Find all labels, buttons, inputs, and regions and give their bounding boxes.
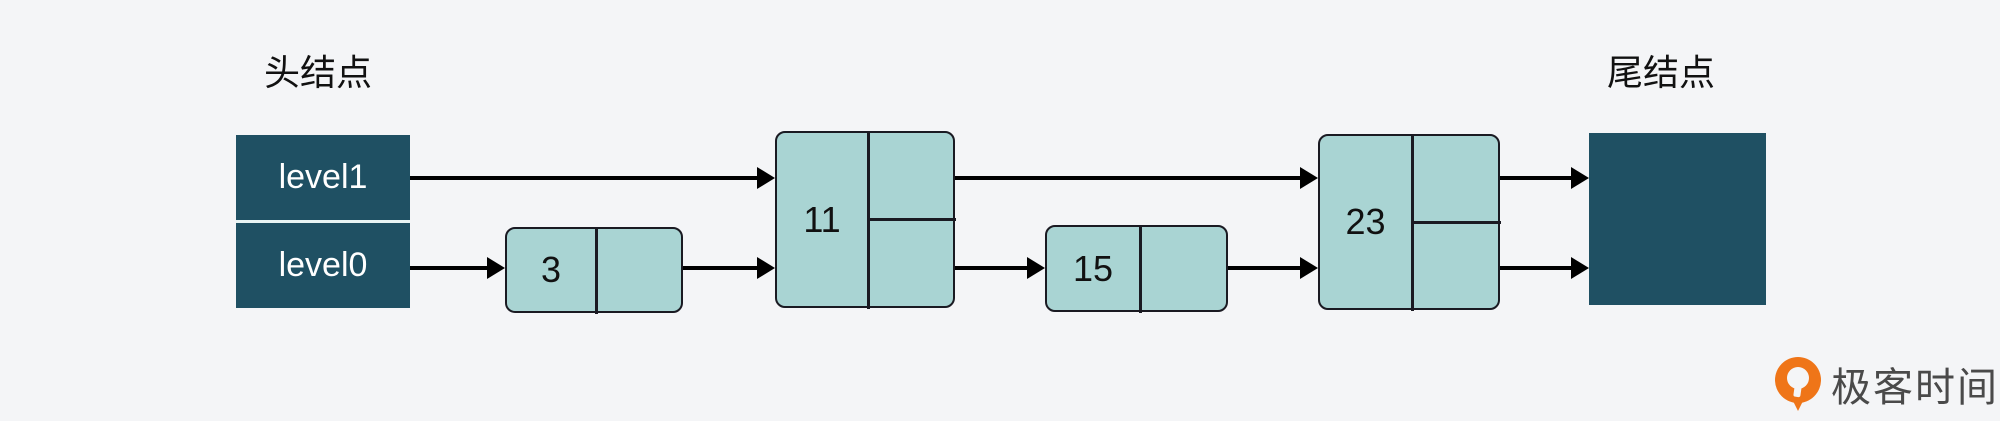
list-node-15[interactable]: 15 — [1045, 224, 1228, 313]
list-node-3[interactable]: 3 — [505, 226, 683, 314]
arrow-level0-head-to-3 — [410, 266, 487, 270]
head-node-divider — [236, 220, 410, 223]
list-node-23[interactable]: 23 — [1318, 133, 1501, 311]
node-value-3: 3 — [540, 249, 562, 290]
arrow-level0-3-to-11 — [683, 266, 757, 270]
arrow-level1-head-to-11 — [410, 176, 757, 180]
arrowhead-level1-11-to-23 — [1300, 167, 1318, 189]
node-value-23: 23 — [1345, 201, 1386, 242]
geektime-pin-icon — [1775, 357, 1821, 411]
head-node-label: 头结点 — [264, 52, 373, 93]
arrowhead-level0-head-to-3 — [487, 257, 505, 279]
tail-node[interactable] — [1589, 133, 1766, 305]
arrowhead-level0-23-to-tail — [1571, 257, 1589, 279]
head-node[interactable]: level1 level0 — [236, 135, 410, 308]
arrowhead-level1-23-to-tail — [1571, 167, 1589, 189]
node-23-level-divider — [1411, 221, 1501, 224]
arrow-level0-15-to-23 — [1228, 266, 1300, 270]
arrow-level0-11-to-15 — [955, 266, 1027, 270]
node-3-cell-divider — [595, 226, 598, 314]
geektime-brand-text: 极客时间 — [1831, 366, 1999, 410]
arrow-level1-11-to-23 — [955, 176, 1300, 180]
arrowhead-level0-11-to-15 — [1027, 257, 1045, 279]
node-11-level-divider — [867, 218, 956, 221]
head-node-level0-cell[interactable]: level0 — [236, 223, 410, 308]
list-node-11[interactable]: 11 — [775, 130, 956, 309]
node-15-cell-divider — [1139, 224, 1142, 313]
arrowhead-level1-head-to-11 — [757, 167, 775, 189]
arrow-level1-23-to-tail — [1500, 176, 1571, 180]
geektime-watermark: 极客时间 — [1775, 355, 1999, 413]
arrowhead-level0-15-to-23 — [1300, 257, 1318, 279]
tail-node-cell[interactable] — [1589, 133, 1766, 305]
arrowhead-level0-3-to-11 — [757, 257, 775, 279]
arrow-level0-23-to-tail — [1500, 266, 1571, 270]
head-node-level1-cell[interactable]: level1 — [236, 135, 410, 220]
node-value-15: 15 — [1072, 247, 1114, 289]
tail-node-label: 尾结点 — [1607, 52, 1716, 93]
node-value-11: 11 — [803, 198, 841, 240]
